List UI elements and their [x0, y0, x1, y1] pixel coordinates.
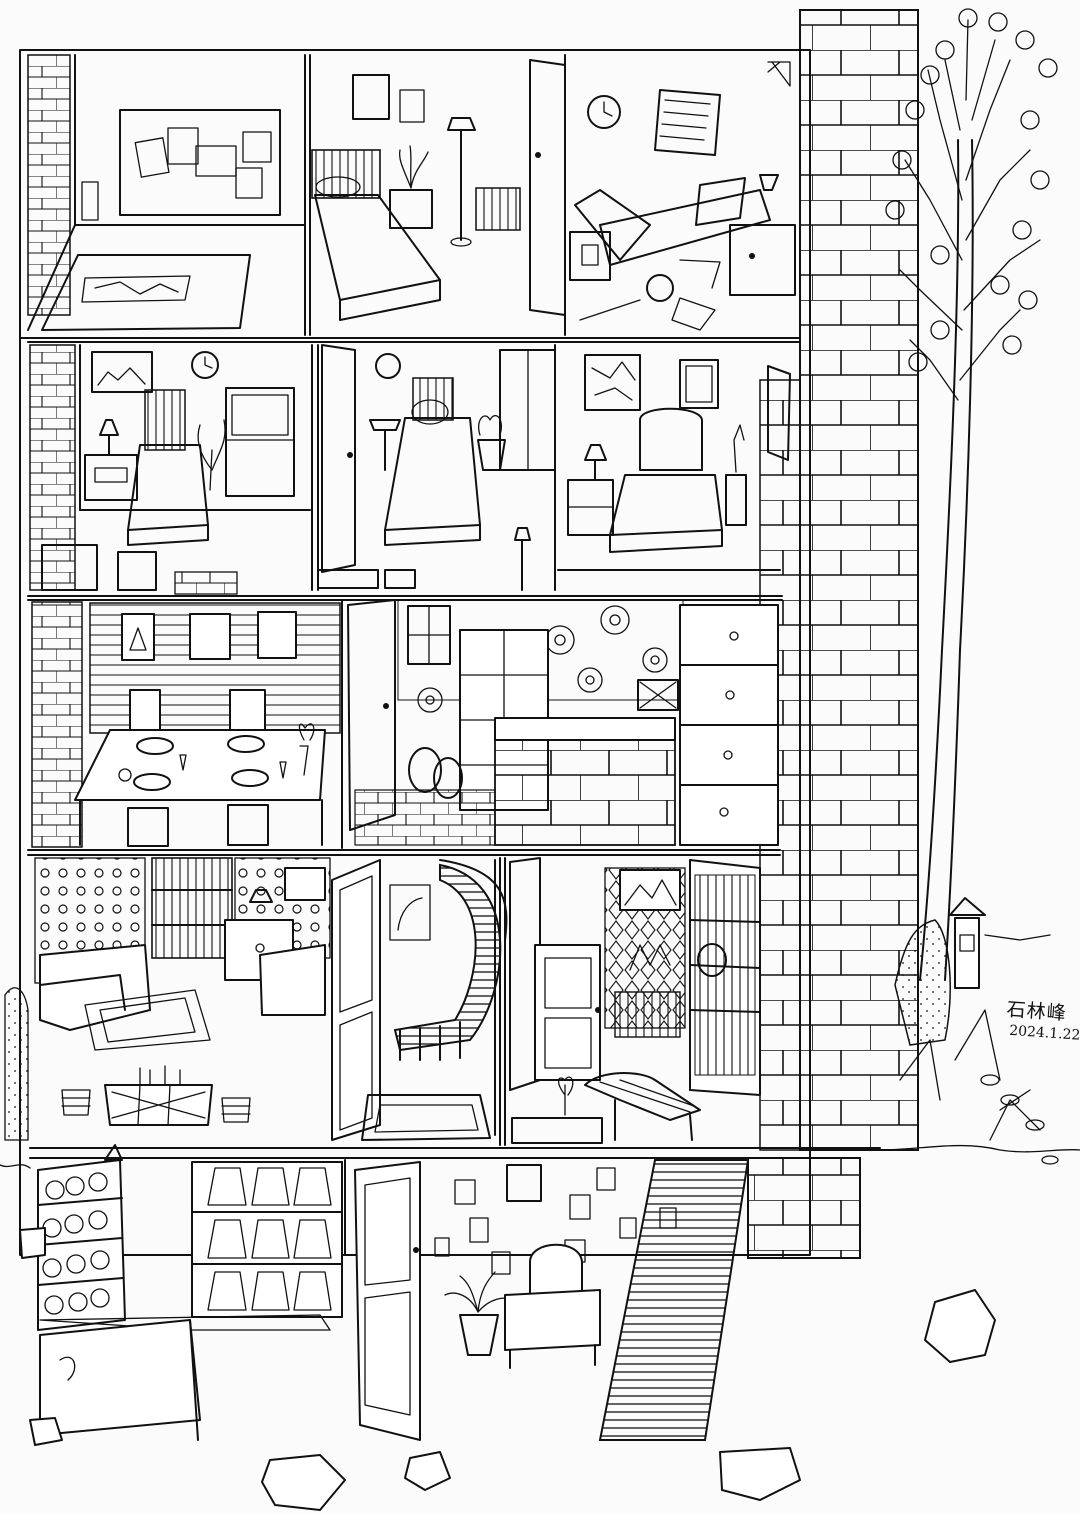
room-pantry [37, 1144, 343, 1441]
room-dining [31, 601, 341, 848]
artist-signature: 石林峰 2024.1.22 [1005, 998, 1080, 1045]
room-bedroom-2 [29, 344, 311, 595]
brick-wall [747, 9, 919, 1259]
room-art-studio [27, 54, 306, 331]
tree [4, 8, 1059, 1165]
room-staircase-hall [331, 859, 508, 1141]
room-kitchen [341, 599, 779, 849]
room-bedroom-3 [311, 344, 556, 591]
room-cellar-lounge [344, 1159, 750, 1441]
room-messy-attic [564, 54, 796, 336]
room-study [499, 857, 761, 1146]
room-living [34, 857, 331, 1126]
ground-rocks [0, 1144, 1080, 1511]
room-bedroom-4 [554, 344, 791, 591]
room-bedroom-1 [304, 54, 566, 336]
